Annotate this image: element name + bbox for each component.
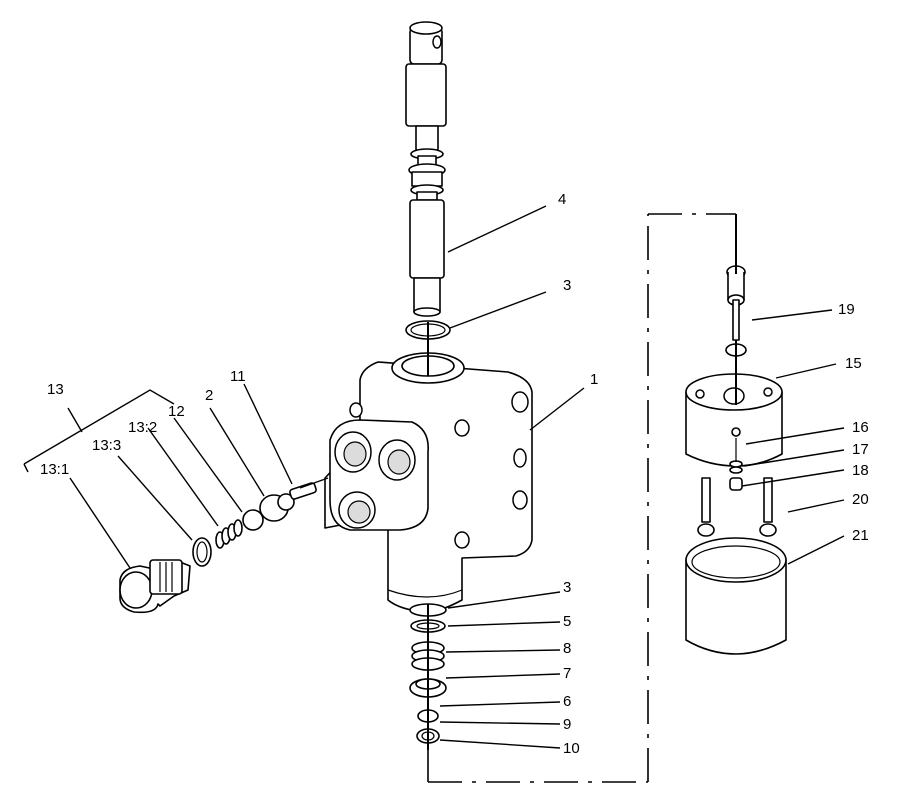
callout-8: 8 xyxy=(563,640,571,657)
callout-17: 17 xyxy=(852,441,869,458)
callout-3-upper: 3 xyxy=(563,277,571,294)
callout-labels: 4 3 1 11 2 12 13 13:2 13:3 13:1 3 5 8 7 … xyxy=(40,191,869,757)
callout-13-3: 13:3 xyxy=(92,437,121,454)
cap-part-15 xyxy=(685,373,783,467)
callout-20: 20 xyxy=(852,491,869,508)
valve-body-part-1 xyxy=(324,352,533,613)
pin-part-11 xyxy=(289,482,317,500)
screws-part-20 xyxy=(697,477,777,537)
callout-5: 5 xyxy=(563,613,571,630)
callout-15: 15 xyxy=(845,355,862,372)
spring-part-13-2 xyxy=(215,519,243,549)
callout-18: 18 xyxy=(852,462,869,479)
callout-12: 12 xyxy=(168,403,185,420)
callout-3-lower: 3 xyxy=(563,579,571,596)
detent-pin-part-19 xyxy=(725,265,747,357)
plug-part-18 xyxy=(729,477,743,491)
cover-part-21 xyxy=(685,537,787,655)
callout-19: 19 xyxy=(838,301,855,318)
callout-13-1: 13:1 xyxy=(40,461,69,478)
spring-part-17 xyxy=(729,460,743,474)
callout-9: 9 xyxy=(563,716,571,733)
callout-7: 7 xyxy=(563,665,571,682)
poppet-part-2 xyxy=(259,493,295,522)
callout-2: 2 xyxy=(205,387,213,404)
ball-part-12 xyxy=(242,509,264,531)
callout-16: 16 xyxy=(852,419,869,436)
callout-10: 10 xyxy=(563,740,580,757)
callout-4: 4 xyxy=(558,191,566,208)
callout-13: 13 xyxy=(47,381,64,398)
o-ring-part-13-3 xyxy=(192,537,212,567)
callout-11: 11 xyxy=(230,368,246,385)
plug-part-13-1 xyxy=(119,559,191,614)
leader-lines xyxy=(23,205,845,749)
callout-21: 21 xyxy=(852,527,869,544)
callout-6: 6 xyxy=(563,693,571,710)
spool-part-4 xyxy=(405,21,447,317)
callout-1: 1 xyxy=(590,371,598,388)
ball-part-16 xyxy=(731,427,741,437)
callout-13-2: 13:2 xyxy=(128,419,157,436)
axis-lines xyxy=(299,213,737,783)
